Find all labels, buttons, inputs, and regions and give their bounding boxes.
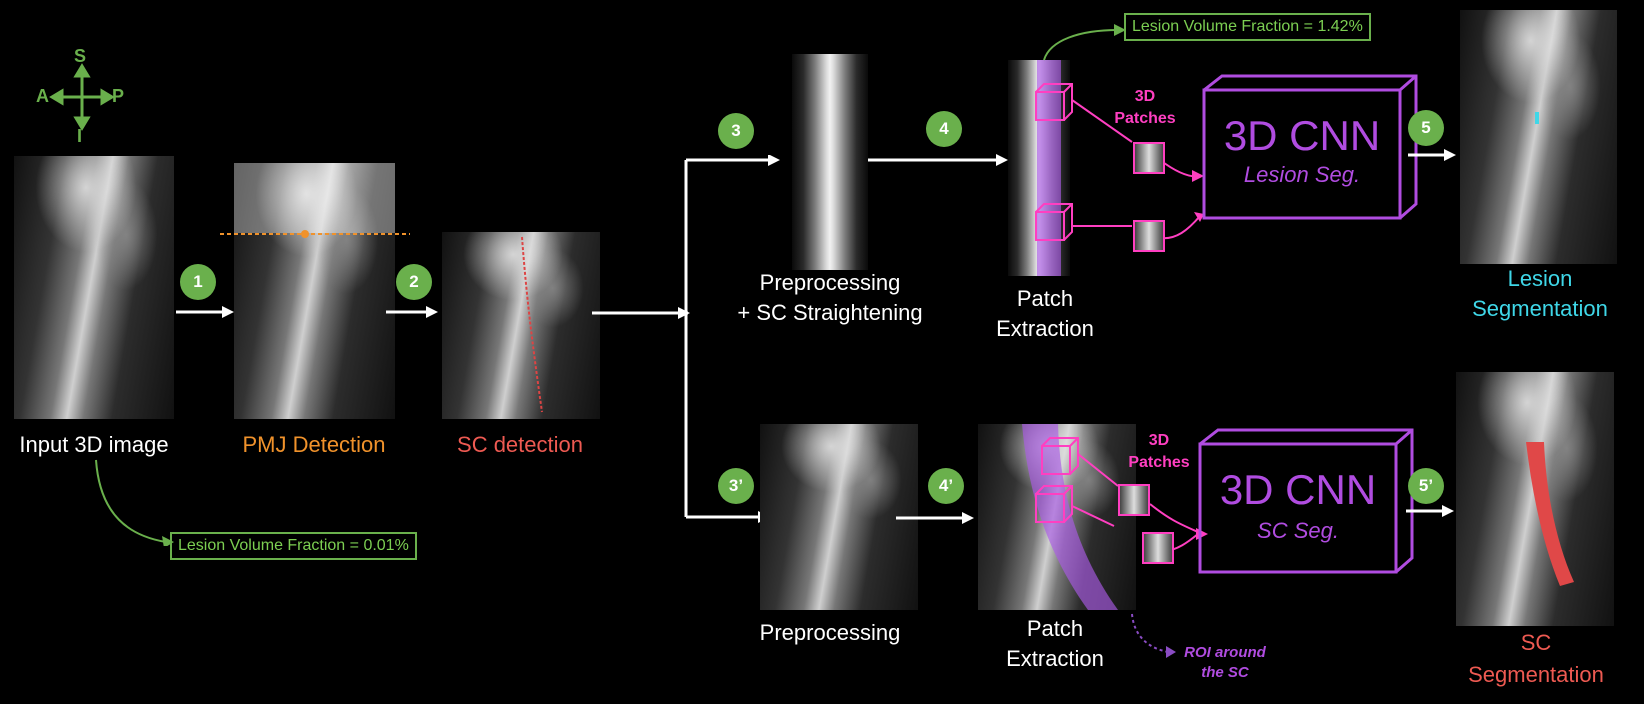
arrow-right-icon <box>868 154 1008 166</box>
sc-seg-label-2: Segmentation <box>1468 662 1604 687</box>
arrow-right-icon <box>176 306 234 318</box>
step-3prime-badge: 3’ <box>718 468 754 504</box>
input-label: Input 3D image <box>19 432 169 457</box>
patches-label-bottom-1: 3D <box>1148 432 1170 449</box>
cnn-bottom-title: 3D CNN <box>1219 466 1377 513</box>
patches-label-top-2: Patches <box>1114 110 1176 127</box>
sc-seg-label-1: SC <box>1520 630 1552 655</box>
pmj-marker-line <box>220 230 410 238</box>
cnn-top-box <box>1202 74 1418 220</box>
patch-cube-bottom-1 <box>1118 484 1150 516</box>
arrow-right-icon <box>1408 149 1456 161</box>
patch-extraction-top-label-1: Patch <box>1016 286 1074 311</box>
cnn-bottom-subtitle: SC Seg. <box>1257 518 1339 543</box>
pmj-detection-image <box>234 163 395 419</box>
step-4-badge: 4 <box>926 111 962 147</box>
sc-mask <box>1526 442 1574 586</box>
pmj-label: PMJ Detection <box>242 432 386 457</box>
step-5prime-badge: 5’ <box>1408 468 1444 504</box>
lesion-seg-label-1: Lesion <box>1507 266 1573 291</box>
lesion-segmentation-image <box>1460 10 1617 264</box>
lesion-mark <box>1535 112 1539 124</box>
lvf-bottom-connector <box>95 459 174 546</box>
patch-cube-bottom-2 <box>1142 532 1174 564</box>
roi-label-1: ROI around <box>1184 644 1266 661</box>
arrow-right-icon <box>386 306 438 318</box>
arrow-right-icon <box>1406 505 1454 517</box>
anterior-label: A <box>36 86 49 106</box>
cnn-top-title: 3D CNN <box>1223 112 1381 159</box>
preproc-straight-label-1: Preprocessing <box>759 270 901 295</box>
lvf-top-connector <box>1043 24 1126 61</box>
patch-cube-top-2 <box>1133 220 1165 252</box>
step-5-badge: 5 <box>1408 110 1444 146</box>
cnn-bottom-box <box>1198 428 1414 574</box>
roi-label-2: the SC <box>1201 664 1249 681</box>
posterior-label: P <box>112 86 125 106</box>
patch-extraction-bottom-label-1: Patch <box>1026 616 1084 641</box>
sc-detection-label: SC detection <box>457 432 583 457</box>
patch-extraction-top-label-2: Extraction <box>996 316 1094 341</box>
lesion-volume-fraction-bottom: Lesion Volume Fraction = 0.01% <box>170 532 417 560</box>
sc-centerline <box>521 236 543 413</box>
patches-label-bottom-2: Patches <box>1128 454 1190 471</box>
sc-detection-image <box>442 232 600 419</box>
straightened-image <box>792 54 868 270</box>
lesion-seg-label-2: Segmentation <box>1472 296 1608 321</box>
preprocessing-bottom-label: Preprocessing <box>759 620 901 645</box>
orientation-arrows-icon <box>49 63 115 131</box>
step-1-badge: 1 <box>180 264 216 300</box>
roi-connector <box>1131 613 1176 658</box>
branch-connector <box>592 155 780 523</box>
patches-label-top-1: 3D <box>1134 88 1156 105</box>
patch-extraction-bottom-label-2: Extraction <box>1006 646 1104 671</box>
step-2-badge: 2 <box>396 264 432 300</box>
preprocessed-image <box>760 424 918 610</box>
step-4prime-badge: 4’ <box>928 468 964 504</box>
superior-label: S <box>74 46 87 66</box>
lesion-volume-fraction-top: Lesion Volume Fraction = 1.42% <box>1124 13 1371 41</box>
patch-cube-top-1 <box>1133 142 1165 174</box>
step-3-badge: 3 <box>718 113 754 149</box>
cnn-top-subtitle: Lesion Seg. <box>1243 162 1361 187</box>
pmj-upper-region <box>234 163 395 233</box>
arrow-right-icon <box>896 512 974 524</box>
preproc-straight-label-2: + SC Straightening <box>737 300 923 325</box>
orientation-compass: S A P I <box>36 46 126 146</box>
input-3d-image <box>14 156 174 419</box>
inferior-label: I <box>77 126 83 146</box>
